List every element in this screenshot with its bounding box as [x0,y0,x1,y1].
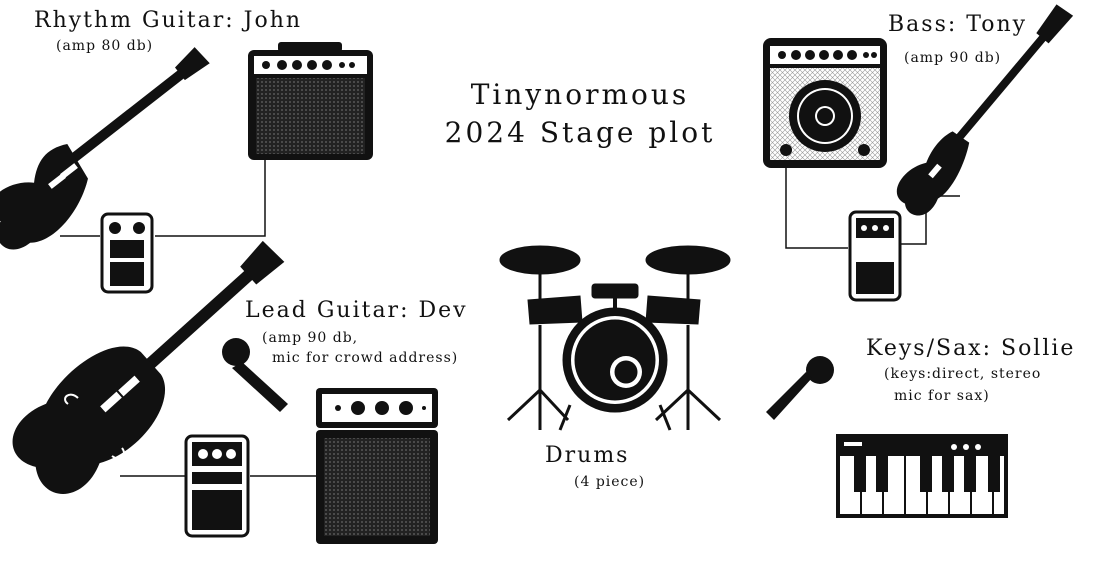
drum-kit-icon [499,245,731,431]
lead-guitar-note-2: mic for crowd address) [272,350,459,366]
rhythm-guitar-label: Rhythm Guitar: John [34,8,303,33]
drums-label: Drums [545,443,630,468]
keys-sax-note-1: (keys:direct, stereo [884,366,1042,382]
mini-amp-icon [316,388,438,544]
page-title-line2: 2024 Stage plot [444,116,716,149]
keys-sax-note-2: mic for sax) [894,388,990,404]
microphone-icon [766,356,834,420]
lead-guitar-label: Lead Guitar: Dev [245,298,468,323]
keys-sax-label: Keys/Sax: Sollie [866,336,1076,361]
pedal-icon [100,212,154,294]
bass-guitar-icon [896,4,1074,216]
pedal-icon [848,210,902,302]
bass-amplifier-icon [763,38,887,168]
microphone-icon [222,338,288,412]
hollow-body-guitar-icon [12,240,285,495]
pedal-icon [184,434,250,538]
rhythm-guitar-note: (amp 80 db) [56,38,154,54]
bass-label: Bass: Tony [888,12,1028,37]
amplifier-icon [248,42,373,160]
page-title-line1: Tinynormous [470,78,690,111]
drums-note: (4 piece) [574,474,646,490]
lead-guitar-note-1: (amp 90 db, [262,330,359,346]
bass-note: (amp 90 db) [904,50,1002,66]
electric-guitar-icon [0,47,210,250]
cables [60,155,960,477]
keyboard-icon [836,434,1008,518]
